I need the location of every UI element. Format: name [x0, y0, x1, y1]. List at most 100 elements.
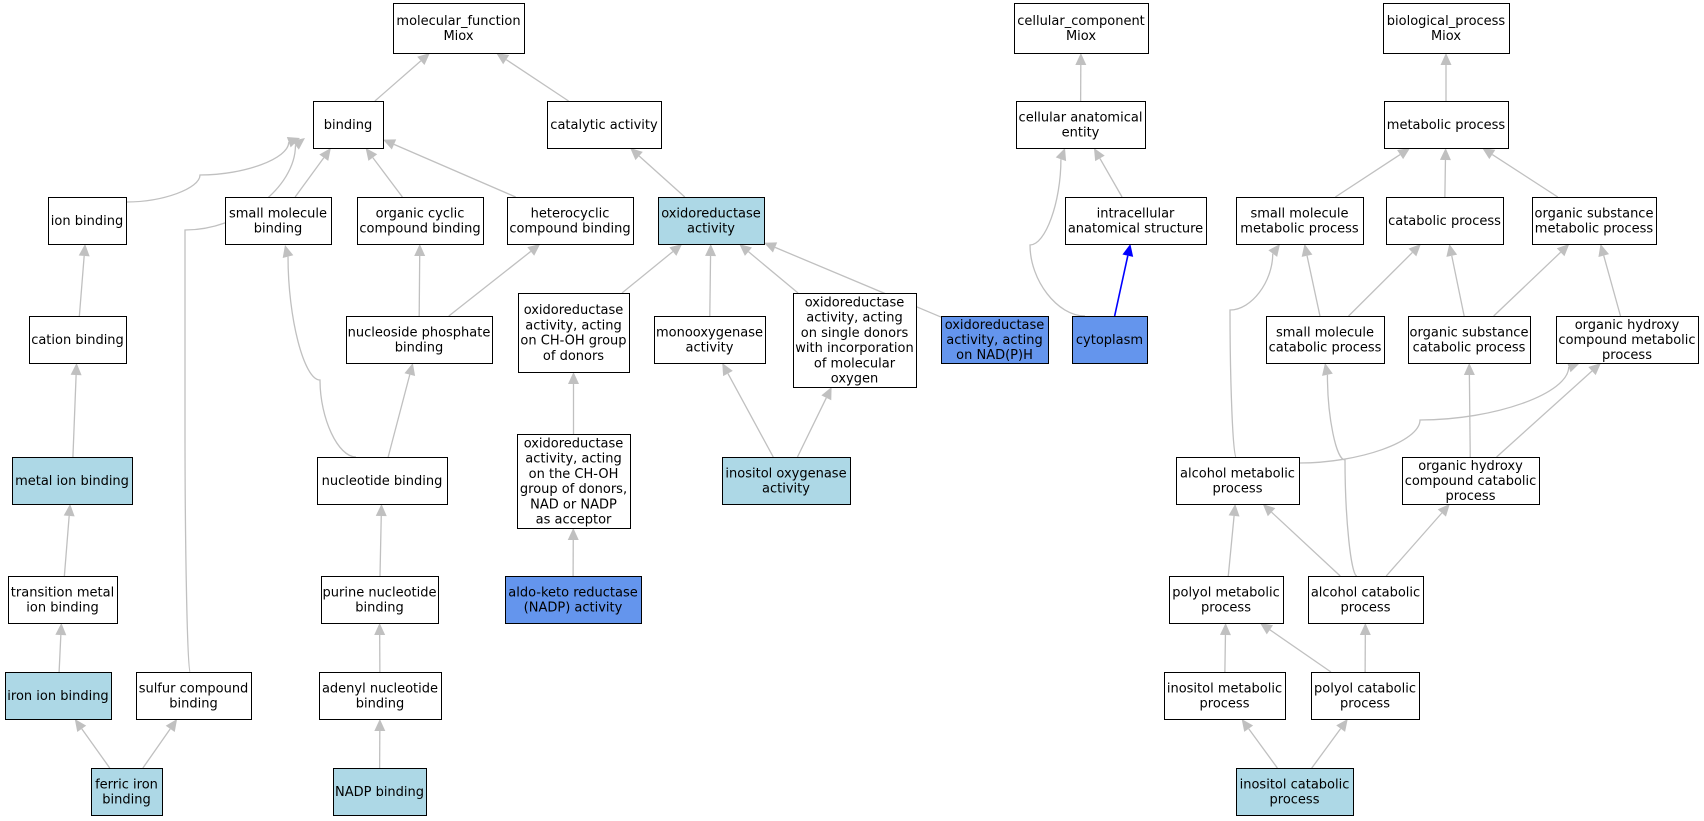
- node-label-line: process: [1201, 601, 1251, 616]
- edge-small_mol_cat-to-small_mol_met: [1306, 255, 1321, 317]
- node-label-line: alcohol metabolic: [1180, 466, 1295, 481]
- node-label-line: activity, acting: [946, 333, 1043, 348]
- node-catabolic[interactable]: catabolic process: [1386, 197, 1504, 245]
- arrowhead-oxido_nadph-to-oxidoreductase: [764, 242, 778, 253]
- node-label-line: metal ion binding: [15, 474, 129, 489]
- node-label-line: oxygen: [831, 372, 878, 387]
- node-label-line: catabolic process: [1269, 341, 1382, 356]
- arrowhead-heterocyclic-to-binding: [383, 139, 397, 150]
- arrowhead-small_mol_cat-to-small_mol_met: [1301, 244, 1313, 257]
- node-label-line: NAD or NADP: [530, 497, 617, 512]
- edge-ferric-to-sulfur: [142, 728, 171, 769]
- arrowhead-nucleotide-to-small_mol_binding: [282, 245, 294, 258]
- edge-inositol_cat-to-polyol_cat: [1311, 728, 1342, 769]
- edge-oxidoreductase-to-catalytic: [638, 155, 686, 198]
- edge-small_mol_binding-to-binding: [294, 157, 325, 198]
- edge-cation-to-ion_binding: [78, 255, 85, 317]
- edge-cytoplasm-to-cell_anat: [1029, 159, 1086, 317]
- node-box: [1311, 672, 1420, 720]
- node-label-line: metabolic process: [1240, 222, 1359, 237]
- node-box: [1236, 768, 1354, 816]
- node-label-line: entity: [1062, 126, 1100, 141]
- edges-layer: [55, 53, 1622, 769]
- node-label-line: activity: [686, 341, 734, 356]
- node-label-line: NADP binding: [335, 785, 424, 800]
- edge-oxido_single-to-oxidoreductase: [748, 251, 799, 294]
- node-metabolic[interactable]: metabolic process: [1384, 101, 1509, 149]
- node-cytoplasm[interactable]: cytoplasm: [1072, 316, 1148, 364]
- node-box: [5, 672, 112, 720]
- node-label-line: biological_process: [1387, 14, 1506, 29]
- arrowhead-purine-to-nucleotide: [375, 504, 387, 517]
- node-label-line: with incorporation: [795, 341, 913, 356]
- arrowhead-polyol_cat-to-polyol_met: [1260, 623, 1274, 635]
- edge-inositol_oxygenase-to-oxido_single: [796, 397, 827, 458]
- node-label-line: of molecular: [814, 356, 896, 371]
- node-label-line: on CH-OH group: [520, 334, 626, 349]
- node-nucleotide[interactable]: nucleotide binding: [317, 457, 448, 505]
- edge-nucleotide-to-nucleoside_phos: [387, 374, 411, 458]
- node-binding[interactable]: binding: [313, 101, 384, 149]
- node-box: [658, 197, 765, 245]
- node-label-line: binding: [324, 118, 372, 133]
- node-label-line: sulfur compound: [139, 681, 249, 696]
- arrowhead-org_sub_cat-to-org_sub_met: [1556, 244, 1570, 257]
- node-box: [1065, 197, 1207, 245]
- arrowhead-cell_anat-to-cc: [1075, 53, 1087, 66]
- arrowhead-intracellular-to-cell_anat: [1093, 148, 1105, 162]
- node-cation[interactable]: cation binding: [29, 316, 127, 364]
- arrowhead-nadp_binding-to-adenyl: [374, 719, 386, 732]
- node-label-line: oxidoreductase: [524, 437, 624, 452]
- node-label-line: organic cyclic: [376, 206, 465, 221]
- node-label-line: nucleoside phosphate: [348, 325, 491, 340]
- node-label-line: cellular anatomical: [1019, 110, 1143, 125]
- node-label-line: process: [1213, 482, 1263, 497]
- node-iron-ion[interactable]: iron ion binding: [5, 672, 112, 720]
- edge-alcohol_cat-to-small_mol_cat: [1326, 374, 1358, 577]
- node-nadp-binding[interactable]: NADP binding: [333, 768, 427, 816]
- node-aldo-keto[interactable]: aldo-keto reductase(NADP) activity: [505, 576, 642, 624]
- arrowhead-metal_ion-to-cation: [70, 363, 82, 376]
- node-label-line: cellular_component: [1017, 14, 1145, 29]
- node-label-line: binding: [355, 601, 403, 616]
- node-catalytic[interactable]: catalytic activity: [547, 101, 662, 149]
- node-ion-binding[interactable]: ion binding: [48, 197, 127, 245]
- node-label-line: compound catabolic: [1405, 474, 1537, 489]
- node-metal-ion[interactable]: metal ion binding: [12, 457, 133, 505]
- node-label-line: process: [1341, 601, 1391, 616]
